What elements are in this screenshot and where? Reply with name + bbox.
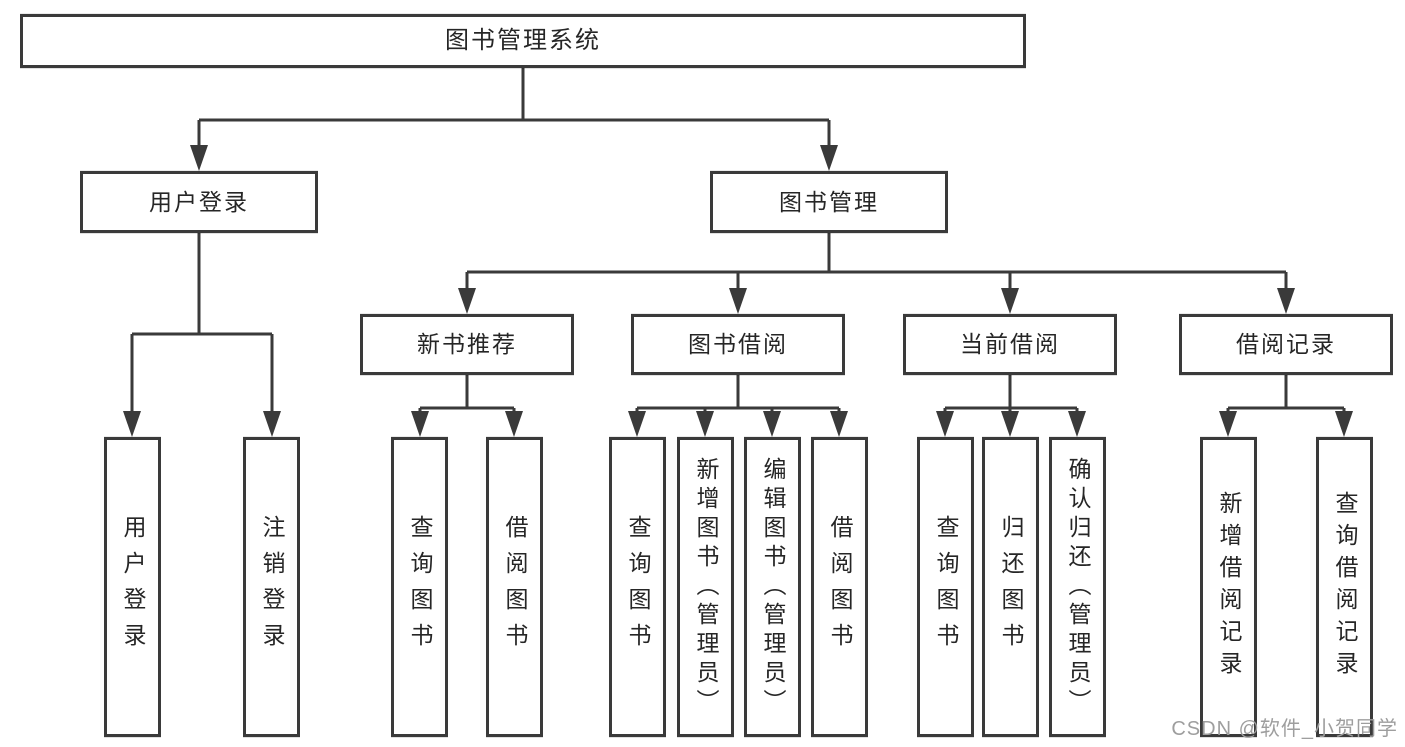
node-user-login: 用户登录 xyxy=(80,171,318,233)
node-current-borrow: 当前借阅 xyxy=(903,314,1117,375)
vnode-logout: 注销登录 xyxy=(243,437,300,737)
vnode-return-book: 归还图书 xyxy=(982,437,1039,737)
csdn-watermark: CSDN @软件_小贺同学 xyxy=(1171,718,1398,740)
node-label: 注销登录 xyxy=(259,515,285,659)
vnode-query-books-current: 查询图书 xyxy=(917,437,974,737)
node-label: 借阅图书 xyxy=(502,515,528,659)
vnode-query-books-borrow: 查询图书 xyxy=(609,437,666,737)
node-label: 确认归还（管理员） xyxy=(1065,456,1091,718)
connector-root xyxy=(190,68,838,171)
node-label: 查询图书 xyxy=(933,515,959,659)
vnode-add-book-admin: 新增图书（管理员） xyxy=(677,437,734,737)
vnode-confirm-return-admin: 确认归还（管理员） xyxy=(1049,437,1106,737)
connector-current-borrow xyxy=(936,375,1086,437)
node-label: 借阅记录 xyxy=(1236,331,1336,357)
node-book-management: 图书管理 xyxy=(710,171,948,233)
connector-new-book-recommend xyxy=(411,375,523,437)
node-label: 用户登录 xyxy=(120,515,146,659)
node-label: 查询图书 xyxy=(407,515,433,659)
vnode-borrow-books: 借阅图书 xyxy=(811,437,868,737)
connector-book-borrow xyxy=(628,375,848,437)
connector-book-management xyxy=(458,233,1295,314)
connector-borrow-records xyxy=(1219,375,1353,437)
connector-user-login xyxy=(123,233,281,437)
node-book-borrow: 图书借阅 xyxy=(631,314,845,375)
node-root-system: 图书管理系统 xyxy=(20,14,1026,68)
vnode-query-borrow-record: 查询借阅记录 xyxy=(1316,437,1373,737)
node-label: 图书管理 xyxy=(779,188,879,215)
node-new-book-recommend: 新书推荐 xyxy=(360,314,574,375)
node-borrow-records: 借阅记录 xyxy=(1179,314,1393,375)
node-label: 新增图书（管理员） xyxy=(693,456,719,718)
node-label: 新书推荐 xyxy=(417,331,517,357)
vnode-edit-book-admin: 编辑图书（管理员） xyxy=(744,437,801,737)
node-label: 查询借阅记录 xyxy=(1332,491,1358,683)
node-label: 归还图书 xyxy=(998,515,1024,659)
node-label: 查询图书 xyxy=(625,515,651,659)
node-label: 图书借阅 xyxy=(688,331,788,357)
node-label: 借阅图书 xyxy=(827,515,853,659)
vnode-query-books-recommend: 查询图书 xyxy=(391,437,448,737)
vnode-add-borrow-record: 新增借阅记录 xyxy=(1200,437,1257,737)
node-label: 用户登录 xyxy=(149,188,249,215)
node-label: 当前借阅 xyxy=(960,331,1060,357)
node-label: 新增借阅记录 xyxy=(1216,491,1242,683)
node-label: 图书管理系统 xyxy=(445,27,601,54)
vnode-user-login: 用户登录 xyxy=(104,437,161,737)
node-label: 编辑图书（管理员） xyxy=(760,456,786,718)
vnode-borrow-books-recommend: 借阅图书 xyxy=(486,437,543,737)
